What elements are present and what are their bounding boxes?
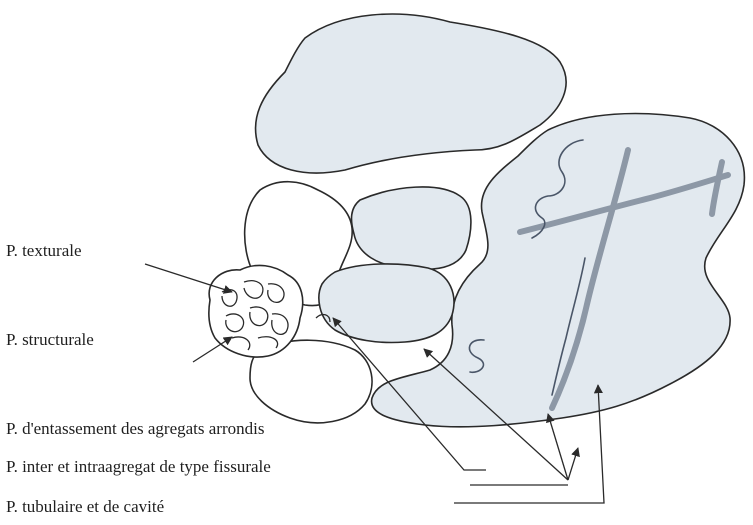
label-entassement: P. d'entassement des agregats arrondis [6, 419, 264, 438]
label-texturale: P. texturale [6, 241, 82, 260]
mid-right-aggregate [352, 187, 471, 269]
label-tubulaire: P. tubulaire et de cavité [6, 497, 164, 516]
label-structurale: P. structurale [6, 330, 94, 349]
label-fissurale: P. inter et intraagregat de type fissura… [6, 457, 271, 476]
arrow-fissurale-c [568, 448, 578, 480]
top-aggregate [256, 14, 567, 173]
lower-center-aggregate [319, 264, 454, 343]
arrow-structurale [193, 337, 232, 362]
